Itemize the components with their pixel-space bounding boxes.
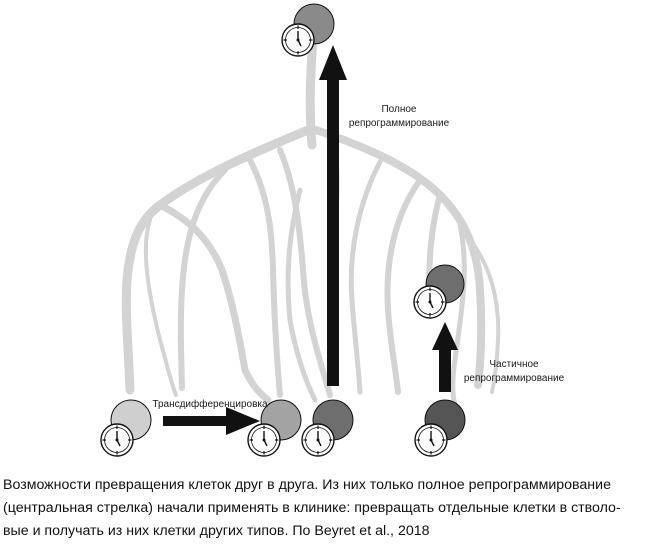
caption-line-3: вые и получать из них клетки других типо… [3,523,430,539]
caption-line-2: (центральная стрелка) начали применять в… [3,500,621,516]
transdifferentiation-arrow [163,407,260,435]
partial-reprogramming-arrow [432,322,458,392]
label-partial-2: репрограммирование [464,373,565,384]
label-partial-1: Частичное [489,359,539,370]
clock-icon [281,23,315,57]
label-full-1: Полное [381,104,416,115]
clock-icon [413,285,447,319]
clock-icon [414,423,448,457]
clock-icon [100,423,134,457]
full-reprogramming-arrow [319,45,347,386]
caption-line-1: Возможности превращения клеток друг в др… [3,477,611,493]
figure-caption: Возможности превращения клеток друг в др… [3,474,653,543]
label-full-2: репрограммирование [349,118,450,129]
label-trans: Трансдифференцировка [152,398,268,410]
cell-fate-diagram: Полное репрограммирование Частичное репр… [100,3,565,457]
clock-icon [247,423,281,457]
clock-icon [301,423,335,457]
